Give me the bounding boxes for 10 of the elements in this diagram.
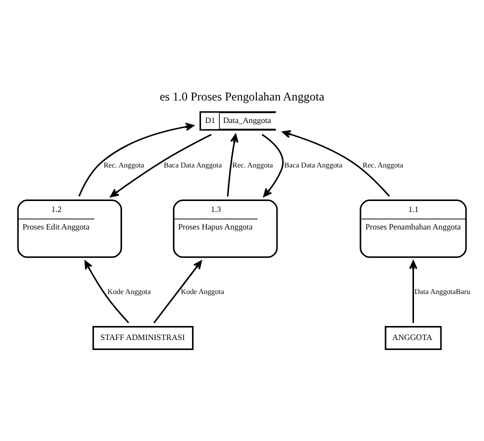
edge-label: Data AnggotaBaru [414,286,470,296]
edge-label: Baca Data Anggota [164,160,222,170]
edge-label: Kode Anggota [180,286,224,296]
edge-label: Rec. Anggota [362,160,404,170]
node-text: D1 Data_Anggota [205,116,272,126]
edge-label: Kode Anggota [107,286,151,296]
edge-label: Baca Data Anggota [284,160,342,170]
edge-label: Rec. Anggota [232,160,273,170]
diagram-title: es 1.0 Proses Pengolahan Anggota [160,90,324,104]
edge-label: Rec. Anggota [104,160,144,170]
